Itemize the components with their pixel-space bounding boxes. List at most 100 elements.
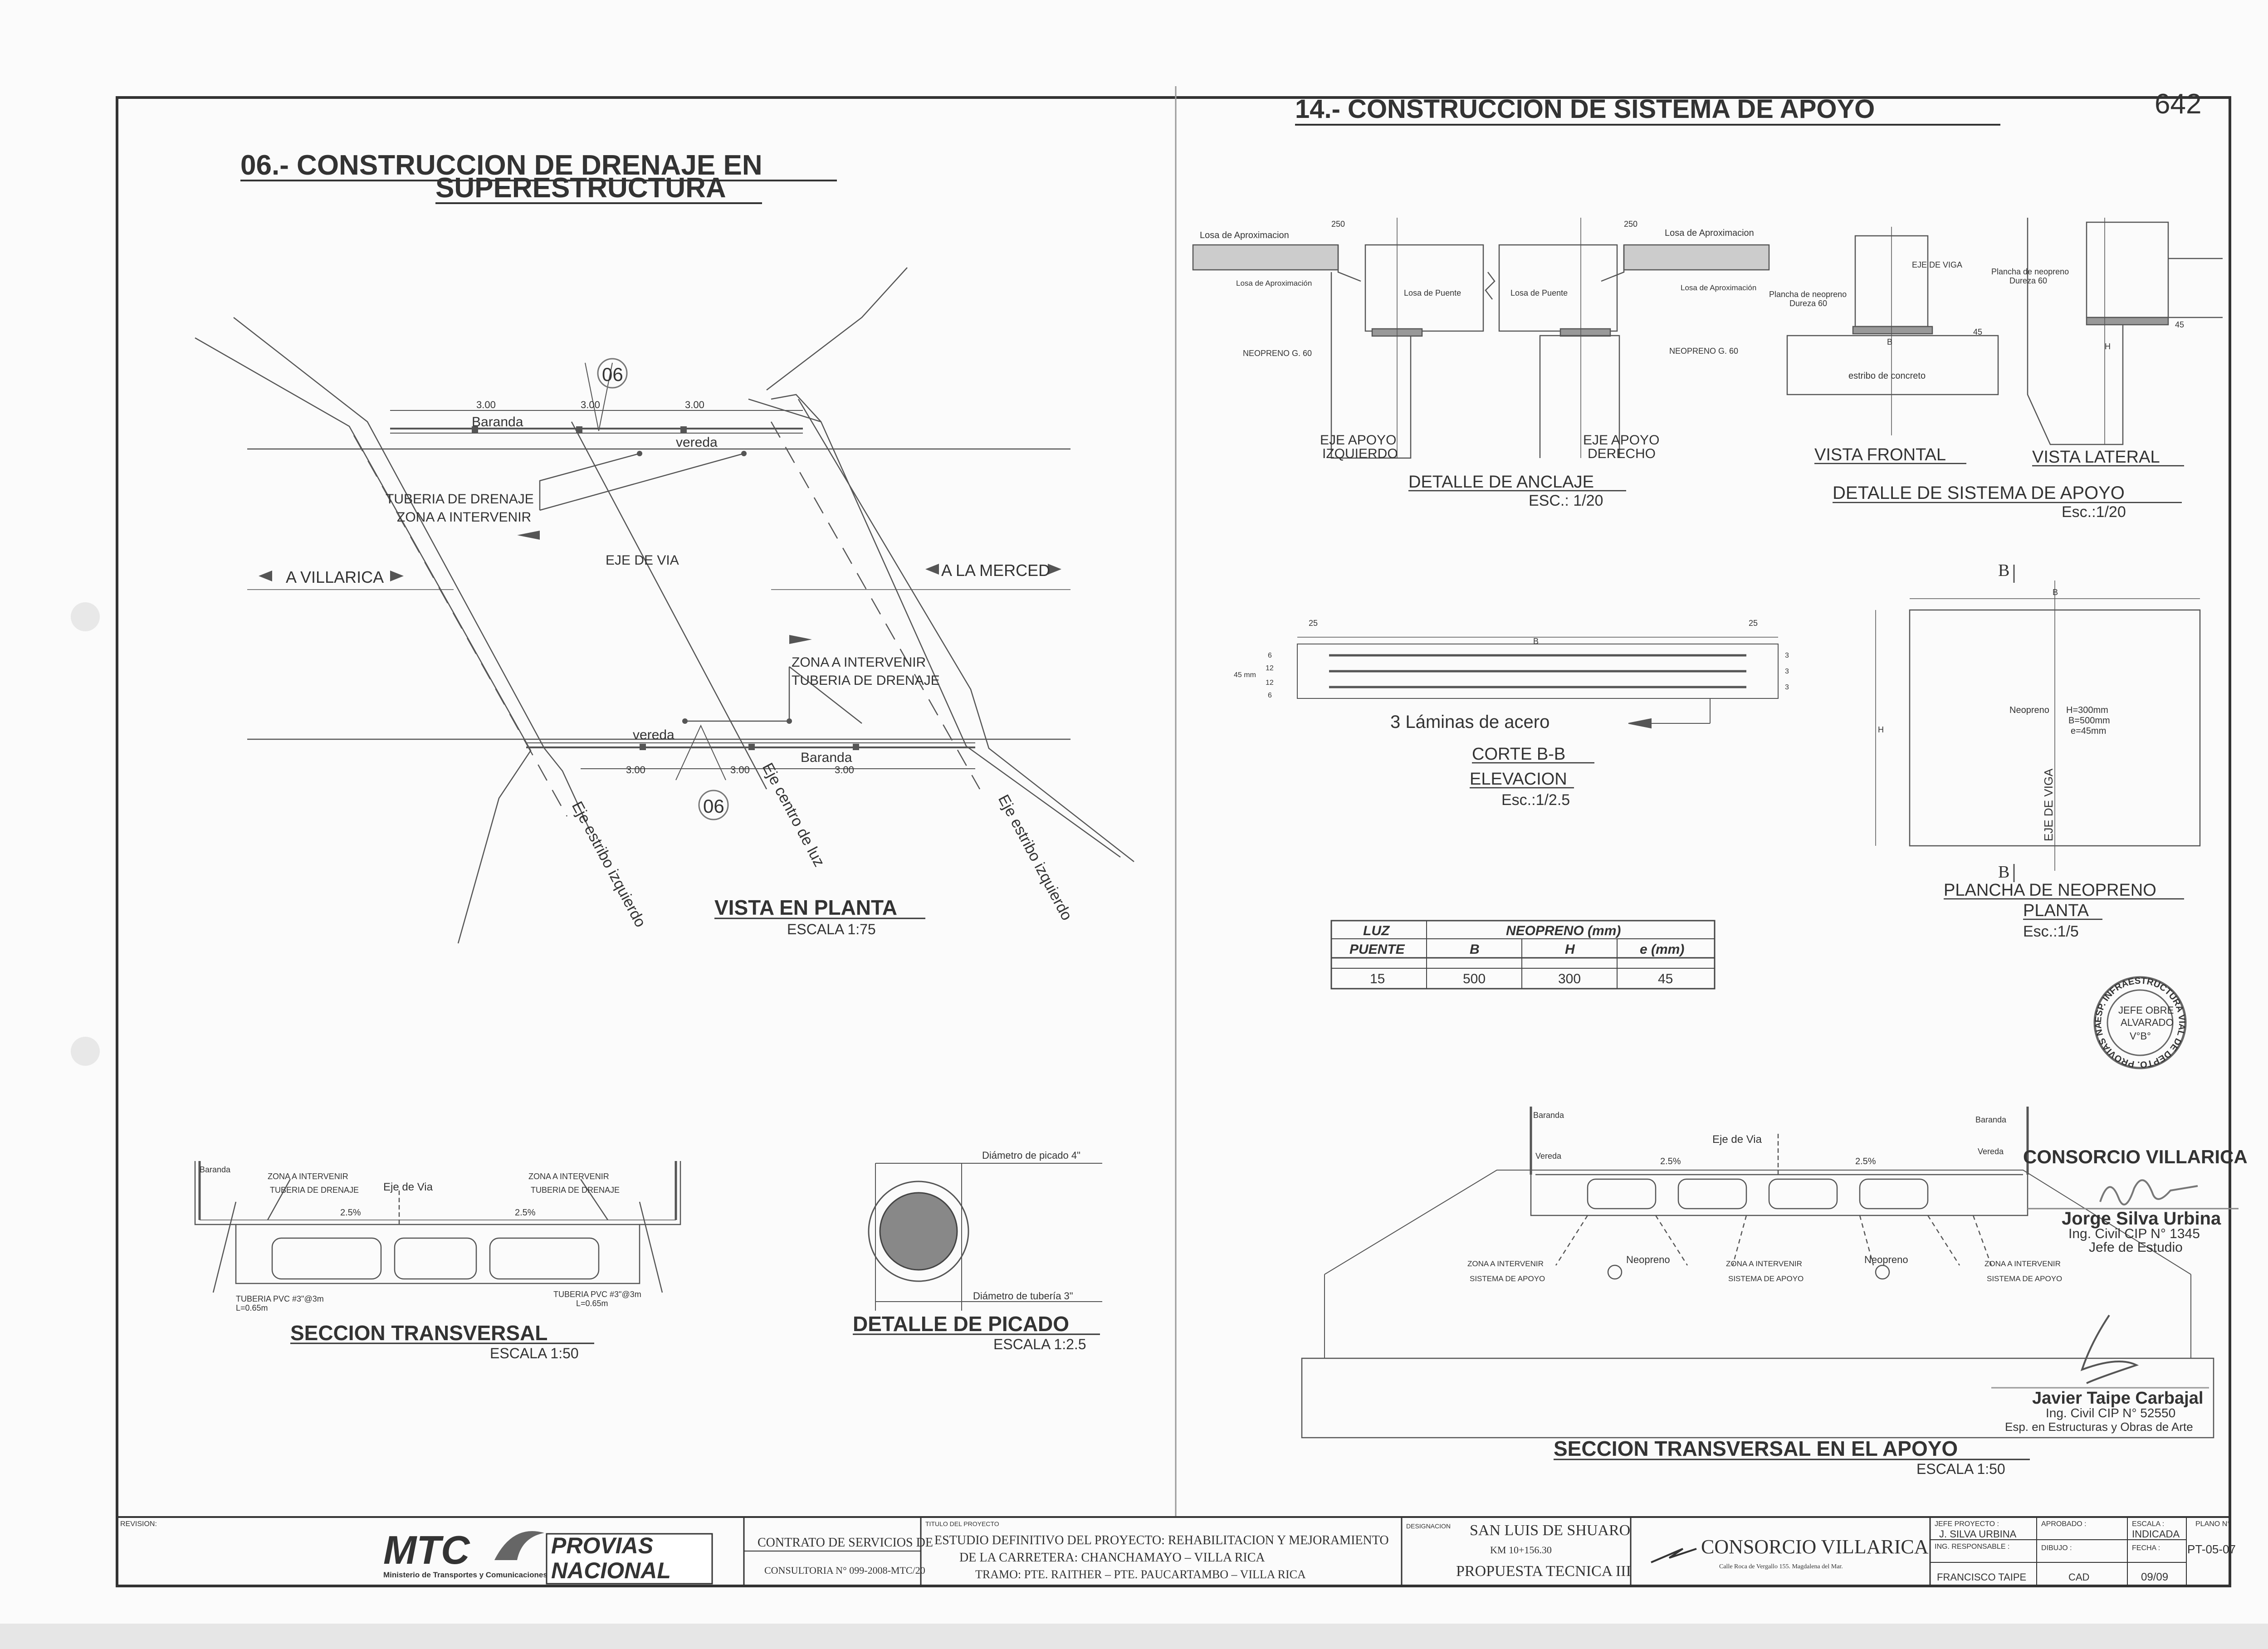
support-neopreno-2: Neopreno [1864,1254,1908,1265]
sistema-eje-viga: EJE DE VIGA [1912,260,1962,269]
sistema-plancha-frontal: Plancha de neopreno [1769,290,1847,299]
right-wing-cap [771,394,821,422]
tb-plano-label: PLANO N° [2195,1520,2230,1528]
merced-label: A LA MERCED [941,561,1050,580]
stamp-outer-ring [2093,976,2187,1069]
support-sistema-3: SISTEMA DE APOYO [1987,1274,2062,1283]
support-cell-2 [1677,1178,1747,1210]
stamp-inner-ring [2107,989,2174,1056]
section-title: SECCION TRANSVERSAL [290,1321,547,1345]
section-baranda: Baranda [200,1165,231,1174]
tb-escala: INDICADA [2132,1528,2180,1540]
tb-jefe: J. SILVA URBINA [1939,1528,2017,1540]
dim-bottom-2: 3.00 [730,764,750,776]
sistema-dureza-frontal: Dureza 60 [1789,299,1827,308]
punch-hole-bottom [71,1037,100,1066]
provias-box [546,1533,713,1585]
support-baranda-right: Baranda [1975,1115,2007,1124]
tb-dibujo: CAD [2068,1571,2089,1583]
sistema-scale: Esc.:1/20 [2062,503,2126,521]
corte-b: B [1533,637,1539,646]
vereda-top-label: vereda [676,435,718,450]
left-abutment-axis [353,435,568,817]
lateral-outline [2027,218,2124,445]
support-eje-via: Eje de Via [1712,1133,1762,1146]
signature-scribble-2 [2080,1314,2139,1384]
plancha-neopreno: Neopreno [2009,705,2049,715]
abutment-footing [1301,1357,2214,1439]
zona-bottom-label: ZONA A INTERVENIR [792,655,926,670]
arrow-villarica-right-icon [390,571,404,581]
signature-block-2: Javier Taipe Carbajal Ing. Civil CIP N° … [1991,1314,2209,1434]
sig-cip-2: Ing. Civil CIP N° 52550 [2046,1406,2175,1420]
tb-designacion1: SAN LUIS DE SHUARO [1470,1522,1630,1539]
anclaje-labels: Losa de Aproximacion Losa de Aproximacio… [1200,220,1756,509]
cell-3 [489,1237,600,1280]
leader-right [580,1179,609,1220]
dim-top-3: 3.00 [685,399,704,410]
stamp-center-top: JEFE OBRE [2118,1005,2174,1016]
corte-subtitle: ELEVACION [1470,770,1567,789]
support-leader-2 [1655,1215,1688,1266]
corte-25-left: 25 [1309,619,1318,628]
left-wing-foot [544,748,591,830]
right-pipe [639,1201,663,1293]
neopreno-lateral [2086,317,2169,326]
support-zona-2: ZONA A INTERVENIR [1726,1259,1802,1268]
leader-top-2 [539,453,744,511]
stamp-center-mid: ALVARADO [2121,1017,2174,1028]
tb-contrato1: CONTRATO DE SERVICIOS DE [758,1536,933,1550]
section-tuberia-right: TUBERIA DE DRENAJE [531,1186,620,1195]
plancha-b-dim: B [2053,588,2058,597]
tb-revision: REVISION: [120,1520,157,1528]
left-wing-inner [233,317,545,749]
sig-role-2: Esp. en Estructuras y Obras de Arte [2005,1420,2193,1434]
support-zona-1: ZONA A INTERVENIR [1467,1259,1544,1268]
baranda-top-label: Baranda [472,415,523,429]
section-outline [194,1161,681,1284]
sistema-detail [1786,218,2223,445]
arrow-merced-icon [1048,564,1061,575]
corte-title: CORTE B-B [1472,745,1565,764]
tb-titulo2: DE LA CARRETERA: CHANCHAMAYO – VILLA RIC… [959,1551,1265,1565]
table-h-puente: PUENTE [1349,942,1405,957]
post-marker [640,744,646,750]
losa-aprox-right [1623,244,1770,271]
picado-outer-circle [868,1181,969,1282]
post-marker [853,744,859,750]
corte-scale: Esc.:1/2.5 [1501,791,1570,809]
table-h-b: B [1470,942,1480,957]
leader-bottom-2 [789,666,862,724]
support-sistema-2: SISTEMA DE APOYO [1728,1274,1804,1283]
support-vereda-left: Vereda [1535,1151,1562,1161]
plancha-section-b-top: B [1998,561,2009,580]
baranda-bottom-label: Baranda [801,750,852,765]
dim-bottom-3: 3.00 [835,764,854,776]
tb-contrato2: CONSULTORIA N° 099-2008-MTC/20 [764,1565,925,1576]
tb-fecha-label: FECHA : [2132,1544,2160,1552]
pipe-circle [879,1192,958,1271]
anclaje-izquierdo: IZQUIERDO [1322,446,1398,461]
sistema-plancha-lateral: Plancha de neopreno [1991,267,2069,276]
eje-via-label: EJE DE VIA [606,553,679,568]
plancha-scale: Esc.:1/5 [2023,923,2079,940]
tb-plano: PT-05-07 [2187,1542,2236,1556]
section-zona-right: ZONA A INTERVENIR [528,1172,609,1181]
anclaje-eje-der: EJE APOYO [1583,433,1659,448]
left-section-labels: Baranda ZONA A INTERVENIR TUBERIA DE DRE… [200,1165,641,1361]
support-leader-1 [1555,1215,1589,1266]
stamp-center-bot: V°B° [2130,1030,2151,1042]
tb-designacion-label: DESIGNACION [1406,1522,1451,1530]
support-title: SECCION TRANSVERSAL EN EL APOYO [1554,1437,1958,1460]
section-zona-left: ZONA A INTERVENIR [268,1172,348,1181]
support-leader-6 [1972,1215,1992,1266]
anclaje-losa-small-left: Losa de Aproximación [1236,279,1312,288]
drain-point [787,718,792,724]
sistema-b: B [1887,337,1892,346]
sig-name-1: Jorge Silva Urbina [2062,1209,2221,1229]
corte-dim-1: 6 [1268,652,1272,659]
plancha-title: PLANCHA DE NEOPRENO [1944,881,2156,900]
corte-laminas: 3 Láminas de acero [1390,712,1549,732]
